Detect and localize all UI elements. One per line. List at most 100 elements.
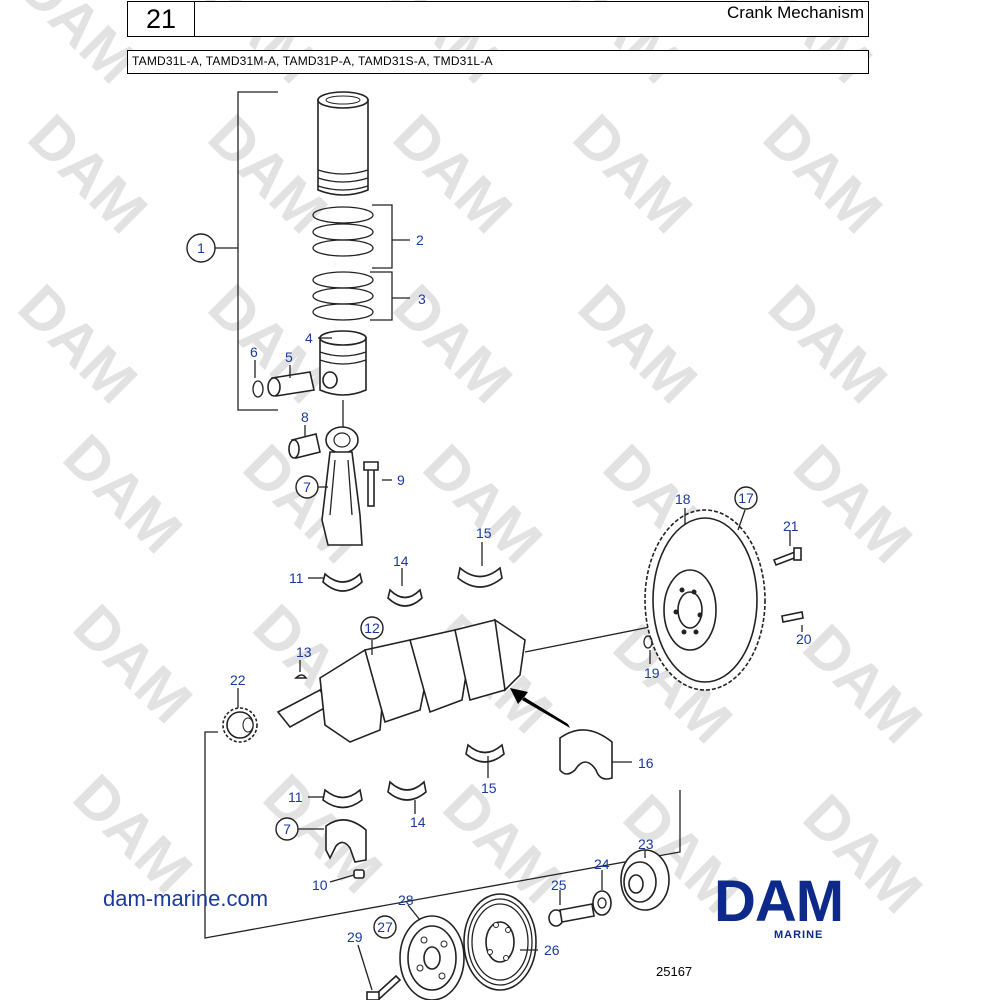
callout-1: 1 <box>197 240 205 256</box>
watermark-layer: DAM DAM DAM DAM DAM DAM DAM DAM DAM DAM … <box>6 0 935 926</box>
callout-10: 10 <box>312 877 328 893</box>
bearing-shell-11-lower <box>322 788 363 809</box>
flywheel-bolt <box>772 547 802 567</box>
callout-24: 24 <box>594 856 610 872</box>
dowel-pin-20 <box>781 611 804 623</box>
callout-18: 18 <box>675 491 691 507</box>
callout-circle-7-lower <box>275 817 299 841</box>
callout-14-lower: 14 <box>410 814 426 830</box>
watermark-text: DAM <box>381 272 525 416</box>
callout-16: 16 <box>638 755 654 771</box>
watermark-text: DAM <box>381 102 525 246</box>
watermark-text: DAM <box>756 272 900 416</box>
model-list: TAMD31L-A, TAMD31M-A, TAMD31P-A, TAMD31S… <box>132 54 493 68</box>
dowel-pin-10 <box>353 869 365 879</box>
bearing-shell-15-lower <box>465 743 505 763</box>
callout-22: 22 <box>230 672 246 688</box>
connecting-rod-bolt <box>363 461 379 507</box>
cylinder-liner <box>317 91 369 196</box>
callout-23: 23 <box>638 836 654 852</box>
callout-19: 19 <box>644 665 660 681</box>
woodruff-key <box>294 674 308 679</box>
callout-15-upper: 15 <box>476 525 492 541</box>
watermark-text: DAM <box>751 102 895 246</box>
bearing-shell-15-upper <box>457 566 503 588</box>
piston-rings-oil <box>312 271 374 321</box>
washer <box>592 890 612 916</box>
bearing-shell-11-upper <box>322 572 363 592</box>
callout-15-lower: 15 <box>481 780 497 796</box>
website-link[interactable]: dam-marine.com <box>103 886 269 911</box>
callout-17: 17 <box>738 490 754 506</box>
v-belt-pulley <box>463 893 537 991</box>
small-end-bushing <box>288 433 321 459</box>
crankshaft-gear <box>222 707 258 743</box>
piston-rings-compression <box>312 206 374 257</box>
callout-14-upper: 14 <box>393 553 409 569</box>
callout-circle-1 <box>186 233 216 263</box>
dam-logo-subtitle: MARINE <box>774 929 824 941</box>
callout-3: 3 <box>418 291 426 307</box>
watermark-text: DAM <box>6 272 150 416</box>
callout-7-upper: 7 <box>303 479 311 495</box>
figure-number: 25167 <box>656 964 693 979</box>
watermark-text: DAM <box>566 272 710 416</box>
callout-5: 5 <box>285 349 293 365</box>
watermark-text: DAM <box>61 592 205 736</box>
callout-29: 29 <box>347 929 363 945</box>
connecting-rod <box>321 426 363 546</box>
dowel-ring-19 <box>643 635 653 649</box>
model-list-bar: TAMD31L-A, TAMD31M-A, TAMD31P-A, TAMD31S… <box>127 50 869 74</box>
piston-pin <box>267 371 315 397</box>
watermark-text: DAM <box>51 422 195 566</box>
callout-11-upper: 11 <box>289 570 304 586</box>
watermark-text: DAM <box>561 102 705 246</box>
callout-21: 21 <box>783 518 799 534</box>
callout-8: 8 <box>301 409 309 425</box>
callout-25: 25 <box>551 877 567 893</box>
callout-28: 28 <box>398 892 414 908</box>
watermark-text: DAM <box>781 432 925 576</box>
callout-circle-12 <box>360 616 384 640</box>
watermark-text: DAM <box>791 612 935 756</box>
hub-bolt <box>548 903 595 927</box>
flywheel <box>644 509 766 691</box>
callout-13: 13 <box>296 644 312 660</box>
watermark-text: DAM <box>196 272 340 416</box>
watermark-text: DAM <box>16 102 160 246</box>
section-title: Crank Mechanism <box>727 3 864 22</box>
watermark-text: DAM <box>61 762 205 906</box>
bracket-oil-rings <box>370 271 410 321</box>
callout-2: 2 <box>416 232 424 248</box>
callout-labels: 1 2 3 4 5 6 7 8 9 11 14 15 12 13 22 18 1… <box>197 232 812 958</box>
circlip <box>252 380 264 398</box>
callout-circle-17 <box>734 486 758 510</box>
piston <box>319 330 367 396</box>
callout-9: 9 <box>397 472 405 488</box>
callout-12: 12 <box>364 620 380 636</box>
main-bearing-cap <box>559 729 613 780</box>
callout-circle-27 <box>373 915 397 939</box>
callout-11-lower: 11 <box>288 789 303 805</box>
pulley-hub <box>620 849 670 911</box>
bearing-shell-14-lower <box>387 780 427 801</box>
callout-27: 27 <box>377 919 393 935</box>
crankshaft-pulley <box>399 915 465 1000</box>
watermark-text: DAM <box>411 432 555 576</box>
callout-26: 26 <box>544 942 560 958</box>
callout-20: 20 <box>796 631 812 647</box>
callout-7-lower: 7 <box>283 821 291 837</box>
connecting-rod-cap <box>325 819 367 863</box>
bearing-shell-14-upper <box>387 588 423 607</box>
pulley-bolt <box>366 974 402 1000</box>
section-header: 21 Crank Mechanism <box>127 1 869 37</box>
dam-logo: DAM <box>714 869 844 934</box>
bracket-compression-rings <box>372 204 410 269</box>
leader-lines <box>237 337 803 991</box>
section-number: 21 <box>128 2 195 36</box>
callout-circle-7-upper <box>295 475 319 499</box>
bracket-front-end-group <box>204 731 681 939</box>
crankshaft <box>276 618 661 743</box>
bracket-piston-assembly <box>215 91 278 411</box>
